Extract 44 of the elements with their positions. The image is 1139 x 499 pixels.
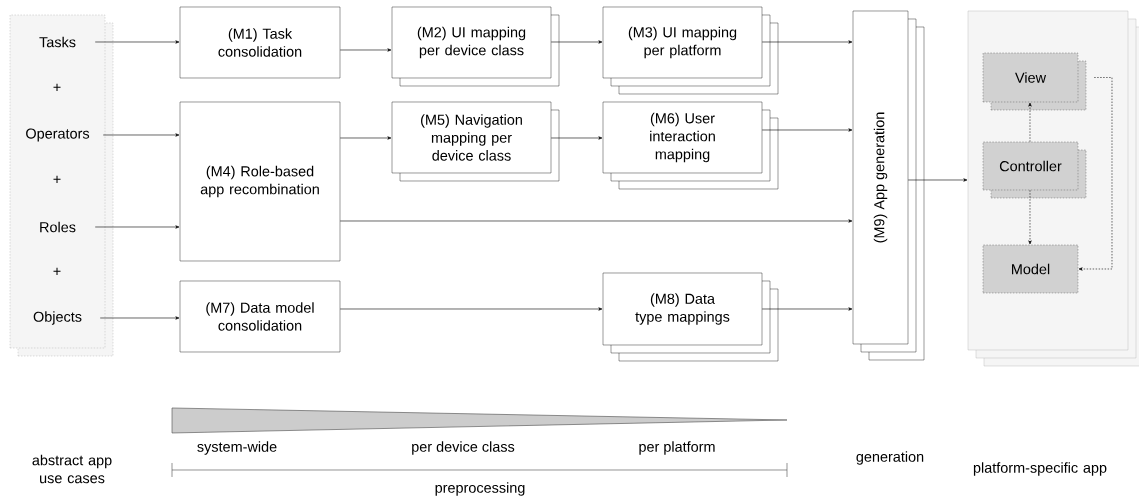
arrow — [907, 178, 968, 182]
arrow — [102, 133, 180, 137]
component-box: View — [982, 52, 1087, 111]
scope-label: per device class — [412, 441, 515, 455]
component-box: Controller — [982, 141, 1087, 199]
plus-sign: + — [53, 175, 61, 183]
arrow — [1028, 102, 1032, 143]
arrow — [761, 307, 853, 311]
input-label: Tasks — [39, 36, 76, 48]
arrow — [1078, 77, 1113, 271]
process-box: (M1) Task consolidation — [179, 6, 341, 79]
arrow — [339, 307, 603, 311]
component-box: Model — [982, 244, 1079, 294]
arrow — [1028, 189, 1032, 245]
arrow — [761, 40, 853, 44]
arrow — [761, 128, 853, 132]
arrow — [550, 136, 603, 140]
process-box: (M2) UI mapping per device class — [391, 6, 560, 87]
stage-label: generation — [856, 451, 924, 465]
arrow — [94, 225, 180, 229]
arrow — [94, 40, 180, 44]
plus-sign: + — [53, 267, 61, 275]
scope-label: per platform — [639, 441, 715, 455]
process-box: (M3) UI mapping per platform — [602, 6, 779, 95]
input-label: Objects — [33, 311, 82, 325]
bracket-label: preprocessing — [435, 482, 525, 496]
input-panel — [9, 14, 114, 357]
process-box: (M4) Role-based app recombination — [179, 101, 341, 262]
arrow — [339, 219, 853, 223]
stage-label: platform-specific app — [973, 462, 1107, 476]
arrow — [99, 316, 180, 320]
process-box: (M5) Navigation mapping per device class — [391, 101, 560, 182]
stage-label: abstract app use cases — [32, 454, 112, 484]
arrow — [339, 136, 392, 140]
input-label: Roles — [40, 221, 76, 233]
input-label: Operators — [26, 128, 90, 142]
process-box: (M8) Data type mappings — [602, 272, 779, 362]
plus-sign: + — [53, 83, 61, 91]
process-box: (M6) User interaction mapping — [602, 101, 779, 190]
process-box: (M7) Data model consolidation — [179, 280, 341, 353]
arrow — [339, 48, 392, 52]
generation-box: (M9) App generation — [852, 10, 925, 361]
arrow — [550, 40, 603, 44]
scope-label: system-wide — [197, 441, 277, 455]
